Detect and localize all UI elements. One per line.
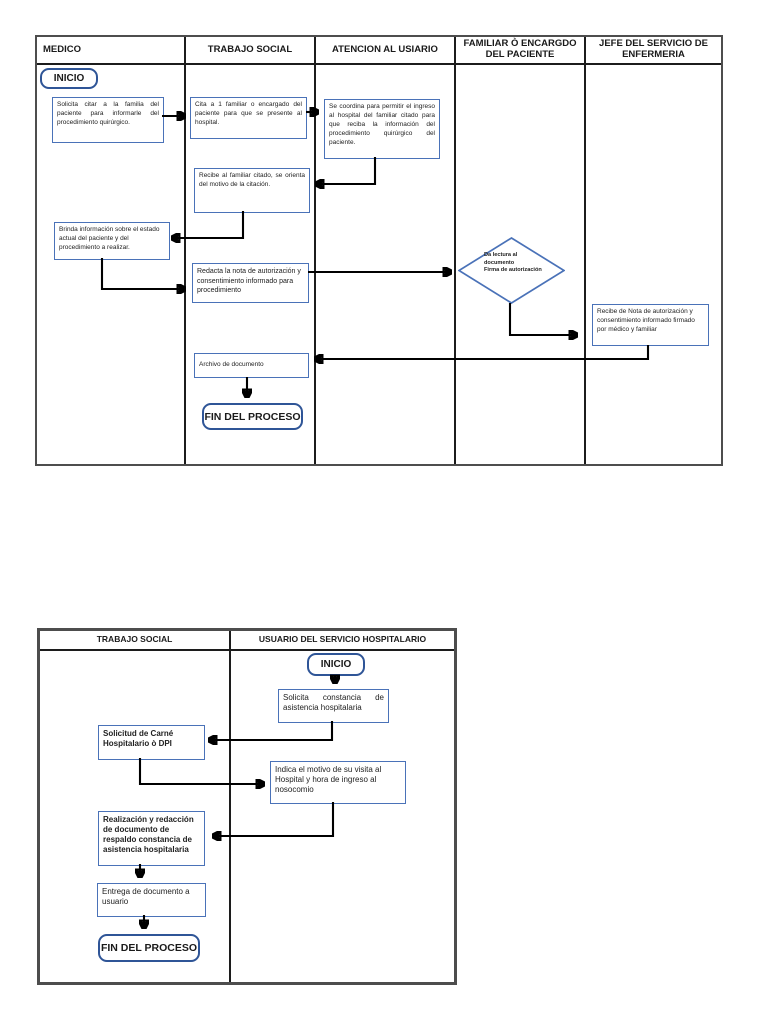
- process-archivo-documento: Archivo de documento: [194, 353, 309, 378]
- decision-da-lectura: Da lectura al documento Firma de autoriz…: [457, 237, 566, 304]
- process-se-coordina: Se coordina para permitir el ingreso al …: [324, 99, 440, 159]
- header-divider: [40, 649, 454, 651]
- lane-header-familiar: FAMILIAR Ò ENCARGDO DEL PACIENTE: [463, 38, 577, 60]
- lane-divider: [184, 37, 186, 464]
- lane-header-usuario-servicio: USUARIO DEL SERVICIO HOSPITALARIO: [258, 634, 427, 645]
- process-solicita-citar: Solicita citar a la familia del paciente…: [52, 97, 164, 143]
- process-realizacion-redaccion: Realización y redacción de documento de …: [98, 811, 205, 866]
- process-brinda-informacion: Brinda información sobre el estado actua…: [54, 222, 170, 260]
- process-redacta-nota: Redacta la nota de autorización y consen…: [192, 263, 309, 303]
- flowchart-surgical-consent: MEDICO TRABAJO SOCIAL ATENCION AL USIARI…: [35, 35, 723, 466]
- lane-divider: [454, 37, 456, 464]
- process-solicitud-carne: Solicitud de Carné Hospitalario ò DPI: [98, 725, 205, 760]
- start-terminator: INICIO: [40, 68, 98, 89]
- lane-header-atencion-usuario: ATENCION AL USIARIO: [332, 43, 438, 55]
- process-solicita-constancia: Solicita constancia de asistencia hospit…: [278, 689, 389, 723]
- process-recibe-familiar: Recibe al familiar citado, se orienta de…: [194, 168, 310, 213]
- lane-header-trabajo-social: TRABAJO SOCIAL: [96, 634, 173, 645]
- end-terminator: FIN DEL PROCESO: [98, 934, 200, 962]
- end-terminator: FIN DEL PROCESO: [202, 403, 303, 430]
- lane-header-trabajo-social: TRABAJO SOCIAL: [207, 43, 293, 55]
- process-entrega-documento: Entrega de documento a usuario: [97, 883, 206, 917]
- start-terminator: INICIO: [307, 653, 365, 676]
- lane-header-medico: MEDICO: [43, 43, 81, 55]
- decision-label: Da lectura al documento Firma de autoriz…: [484, 252, 542, 274]
- lane-divider: [584, 37, 586, 464]
- process-indica-motivo: Indica el motivo de su visita al Hospita…: [270, 761, 406, 804]
- header-divider: [37, 63, 721, 65]
- flowchart-constancia-hospitalaria: TRABAJO SOCIAL USUARIO DEL SERVICIO HOSP…: [37, 628, 457, 985]
- lane-header-jefe-enfermeria: JEFE DEL SERVICIO DE ENFERMERIA: [599, 38, 708, 60]
- process-cita-familiar: Cita a 1 familiar o encargado del pacien…: [190, 97, 307, 139]
- lane-divider: [314, 37, 316, 464]
- lane-divider: [229, 631, 231, 982]
- process-recibe-nota: Recibe de Nota de autorización y consent…: [592, 304, 709, 346]
